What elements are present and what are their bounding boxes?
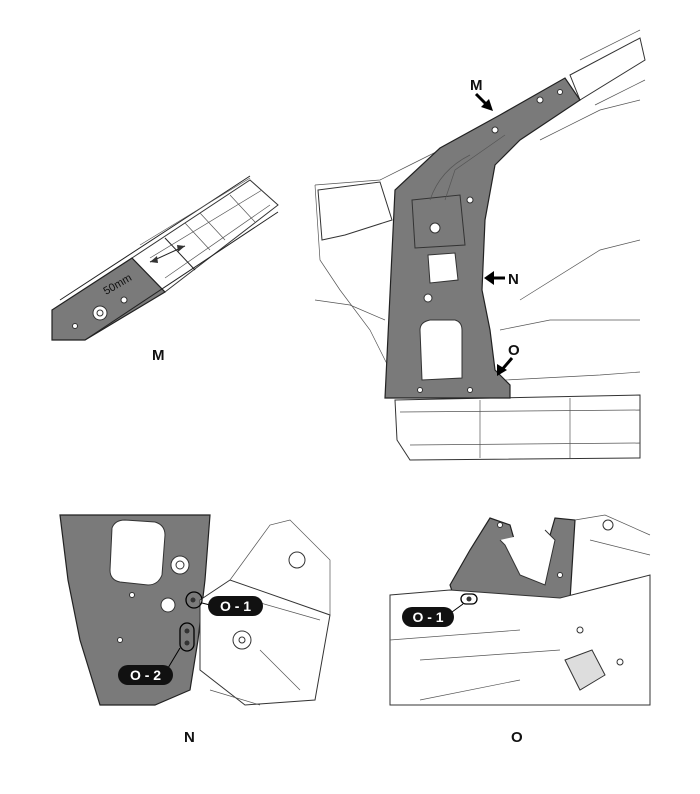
svg-text:N: N xyxy=(508,271,519,288)
overview-arrow-o: O xyxy=(497,342,520,376)
detail-n-badge-1: O - 1 xyxy=(208,596,263,616)
svg-text:O - 1: O - 1 xyxy=(412,609,443,625)
detail-o-badge-1: O - 1 xyxy=(402,607,454,627)
detail-o-weld-marker-1 xyxy=(460,593,478,605)
overview-arrow-m: M xyxy=(470,77,493,111)
detail-m-caption: M xyxy=(152,347,165,364)
detail-n-opening xyxy=(109,519,166,586)
detail-o-view: O - 1 O xyxy=(389,514,651,746)
detail-o-caption: O xyxy=(511,729,523,746)
detail-n-weld-marker-1 xyxy=(185,591,203,609)
detail-n-badge-2: O - 2 xyxy=(118,665,173,685)
svg-text:O - 2: O - 2 xyxy=(130,667,161,683)
svg-text:M: M xyxy=(470,77,483,94)
overview-opening xyxy=(419,319,463,381)
svg-text:O: O xyxy=(508,342,520,359)
detail-n-view: O - 1 O - 2 N xyxy=(59,514,331,746)
detail-m-panel-shaded xyxy=(51,257,166,341)
overview-opening xyxy=(427,252,459,284)
overview-a-pillar-panel xyxy=(384,77,581,399)
detail-n-weld-marker-2 xyxy=(179,622,195,652)
svg-text:O - 1: O - 1 xyxy=(220,598,251,614)
overview-rocker xyxy=(394,394,641,461)
detail-m-cut-line xyxy=(131,257,166,293)
overview-arrow-n: N xyxy=(484,271,519,288)
detail-m-panel-light xyxy=(131,179,279,293)
overview-view: M N O xyxy=(314,29,646,461)
detail-m-view: 50mm M xyxy=(51,175,279,364)
detail-n-caption: N xyxy=(184,729,195,746)
